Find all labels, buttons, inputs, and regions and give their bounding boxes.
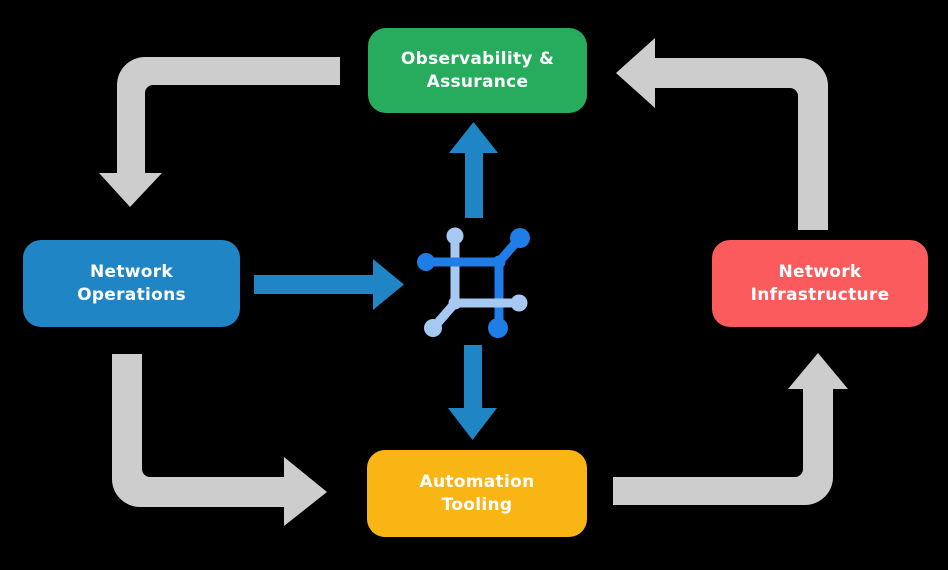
- blue-arrow-right-head: [373, 259, 404, 310]
- icon-dark-nodes: [417, 228, 530, 338]
- node-automation-tooling: Automation Tooling: [367, 450, 587, 537]
- gray-arrow-operations-to-tooling: [112, 354, 327, 526]
- icon-node-top-right: [510, 228, 530, 248]
- node-label-line: Tooling: [441, 494, 513, 515]
- node-label-line: Infrastructure: [750, 284, 890, 305]
- node-label-line: Observability &: [400, 48, 555, 69]
- blue-arrow-operations-to-center: [254, 259, 404, 310]
- icon-node-left: [417, 253, 435, 271]
- blue-arrow-center-to-observability: [449, 122, 498, 218]
- gray-arrow-tooling-to-infrastructure: [613, 353, 848, 505]
- node-label-line: Operations: [77, 284, 186, 305]
- blue-arrow-down-head: [448, 408, 497, 440]
- node-label-line: Network: [778, 261, 862, 282]
- icon-node-bottom: [488, 318, 508, 338]
- blue-arrow-right-shaft: [254, 275, 373, 294]
- node-label-line: Network: [89, 261, 174, 282]
- gray-arrow-observability-to-operations: [99, 57, 340, 207]
- gray-arrow-infrastructure-to-observability: [616, 38, 828, 230]
- blue-arrow-center-to-tooling: [448, 345, 497, 440]
- icon-joint-top-right-corner: [492, 255, 506, 269]
- icon-light-vertical-diagonal: [430, 232, 460, 331]
- node-observability-assurance: Observability & Assurance: [368, 28, 587, 113]
- icon-light-lines: [430, 232, 460, 331]
- icon-node-bottom-left: [424, 319, 442, 337]
- node-label-line: Assurance: [426, 71, 529, 92]
- node-network-operations: Network Operations: [23, 240, 240, 327]
- icon-node-right: [510, 294, 528, 312]
- icon-light-nodes: [424, 227, 464, 337]
- blue-arrow-up-head: [449, 122, 498, 153]
- node-label-line: Automation: [419, 471, 535, 492]
- icon-dark-top-edge-diagonal: [422, 234, 524, 267]
- blue-arrow-up-shaft: [465, 152, 483, 218]
- blue-arrow-down-shaft: [464, 345, 482, 409]
- icon-light-nodes-front: [448, 294, 528, 312]
- icon-joint-bottom-left-corner: [448, 296, 462, 310]
- icon-node-top: [446, 227, 464, 245]
- node-network-infrastructure: Network Infrastructure: [712, 240, 928, 327]
- network-automation-icon: [417, 227, 530, 338]
